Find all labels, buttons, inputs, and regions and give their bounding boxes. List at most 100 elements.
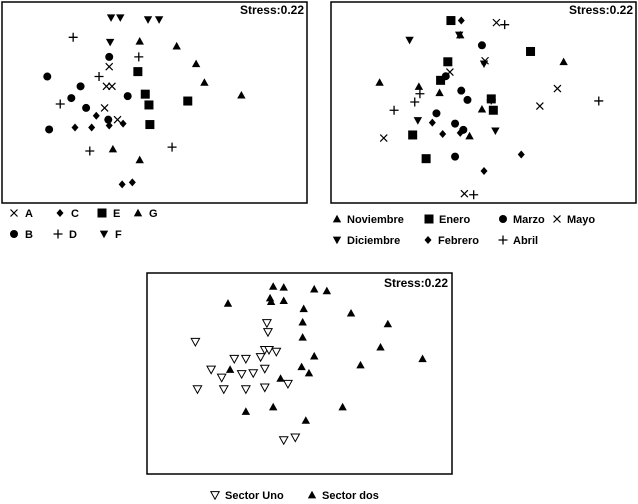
point-1-febrero-1 — [428, 118, 436, 127]
legend-0-b-marker — [10, 230, 18, 238]
point-1-noviembre-2 — [375, 78, 384, 86]
legend-1-febrero-label: Febrero — [438, 235, 479, 247]
point-0-a-2 — [108, 82, 116, 91]
point-2-sector-dos-19 — [304, 368, 314, 377]
point-1-abril-1 — [415, 89, 425, 99]
point-2-sector-dos-8 — [299, 304, 308, 313]
point-1-abril-5 — [594, 96, 604, 106]
legend-2-sector-uno-marker — [209, 491, 221, 501]
point-2-sector-dos-10 — [298, 317, 307, 326]
point-0-c-0 — [71, 123, 79, 132]
legend-2-sector-uno-label: Sector Uno — [225, 490, 284, 502]
point-2-sector-dos-22 — [269, 402, 278, 411]
panel-a-frame — [1, 1, 308, 204]
point-1-mayo-4 — [535, 102, 544, 111]
point-1-enero-3 — [436, 75, 446, 85]
point-1-marzo-7 — [451, 152, 460, 161]
point-0-e-0 — [133, 67, 143, 77]
point-2-sector-uno-12 — [259, 364, 270, 374]
panel-b-points — [375, 16, 604, 200]
point-2-sector-uno-9 — [206, 365, 217, 375]
legend-1-diciembre-marker — [332, 236, 342, 245]
point-2-sector-dos-12 — [376, 342, 385, 351]
panel-c-frame — [146, 272, 453, 475]
point-2-sector-uno-20 — [290, 433, 301, 443]
point-0-a-0 — [105, 62, 114, 71]
point-1-marzo-0 — [477, 41, 486, 50]
point-0-f-4 — [105, 38, 115, 47]
point-0-d-5 — [167, 142, 177, 152]
point-0-b-0 — [105, 52, 114, 61]
legend-1-marzo-label: Marzo — [513, 214, 545, 226]
point-0-c-5 — [118, 180, 126, 189]
point-0-e-4 — [145, 120, 155, 130]
panel-c-points — [190, 282, 427, 446]
point-0-e-2 — [144, 100, 154, 110]
point-1-abril-2 — [410, 97, 420, 107]
point-1-marzo-5 — [451, 119, 460, 128]
legend-1-marzo-marker — [499, 215, 507, 223]
legend-2-sector-dos-label: Sector dos — [322, 490, 379, 502]
point-2-sector-uno-8 — [240, 354, 251, 364]
point-2-sector-dos-2 — [310, 284, 319, 293]
point-1-noviembre-5 — [477, 105, 487, 113]
point-0-f-1 — [116, 14, 125, 22]
point-2-sector-uno-6 — [255, 353, 266, 363]
point-1-abril-4 — [486, 95, 496, 105]
point-0-f-0 — [106, 14, 116, 22]
legend-0-c-marker — [56, 209, 64, 217]
point-2-sector-dos-4 — [223, 299, 233, 307]
point-1-noviembre-3 — [414, 82, 424, 90]
legend-1-noviembre-label: Noviembre — [347, 214, 404, 226]
point-1-mayo-6 — [460, 189, 469, 198]
point-1-abril-3 — [389, 105, 399, 115]
point-2-sector-dos-15 — [356, 360, 365, 369]
point-1-abril-6 — [469, 190, 479, 200]
point-0-b-4 — [82, 103, 91, 112]
legend-1-febrero-marker — [424, 236, 432, 244]
point-2-sector-dos-21 — [241, 407, 251, 415]
legend-0-a-marker — [10, 209, 18, 217]
legend-0-c-label: C — [71, 208, 79, 220]
legend-1-enero-label: Enero — [439, 214, 470, 226]
point-1-diciembre-3 — [413, 117, 423, 125]
legend-1-diciembre-label: Diciembre — [347, 235, 400, 247]
point-0-c-3 — [119, 119, 127, 128]
point-1-enero-0 — [446, 16, 456, 26]
point-1-febrero-2 — [439, 129, 447, 138]
point-2-sector-dos-17 — [297, 362, 306, 371]
point-1-marzo-2 — [457, 86, 466, 95]
legend-0-f-label: F — [115, 229, 122, 241]
legend-0-b-label: B — [25, 229, 33, 241]
point-0-d-1 — [134, 52, 144, 62]
legend-1-abril-label: Abril — [513, 235, 538, 247]
point-0-g-3 — [200, 78, 209, 86]
panel-a-stress: Stress:0.22 — [240, 3, 304, 17]
panel-b-stress: Stress:0.22 — [569, 3, 633, 17]
panel-c-legend: Sector Uno Sector dos — [209, 490, 379, 502]
point-0-d-3 — [55, 99, 65, 109]
point-0-d-4 — [85, 146, 95, 156]
point-0-e-1 — [140, 89, 150, 99]
legend-1-enero-marker — [424, 214, 434, 224]
point-1-enero-6 — [408, 130, 418, 140]
point-0-f-3 — [154, 16, 164, 24]
legend-1-abril-marker — [498, 235, 508, 245]
point-2-sector-uno-14 — [192, 385, 203, 395]
legend-1-mayo-label: Mayo — [567, 214, 595, 226]
point-1-enero-7 — [421, 154, 431, 164]
panel-c-stress: Stress:0.22 — [384, 276, 448, 290]
point-2-sector-uno-1 — [262, 328, 273, 338]
point-2-sector-uno-4 — [263, 345, 275, 356]
point-0-g-6 — [135, 155, 144, 164]
point-0-f-2 — [143, 16, 153, 24]
point-0-a-1 — [102, 82, 111, 91]
point-1-diciembre-0 — [455, 31, 464, 40]
point-2-sector-uno-2 — [190, 337, 201, 348]
point-2-sector-uno-11 — [248, 369, 259, 379]
point-1-noviembre-1 — [559, 57, 568, 66]
point-0-g-1 — [135, 37, 144, 45]
legend-0-f-marker — [99, 230, 109, 239]
point-0-b-6 — [104, 115, 113, 124]
